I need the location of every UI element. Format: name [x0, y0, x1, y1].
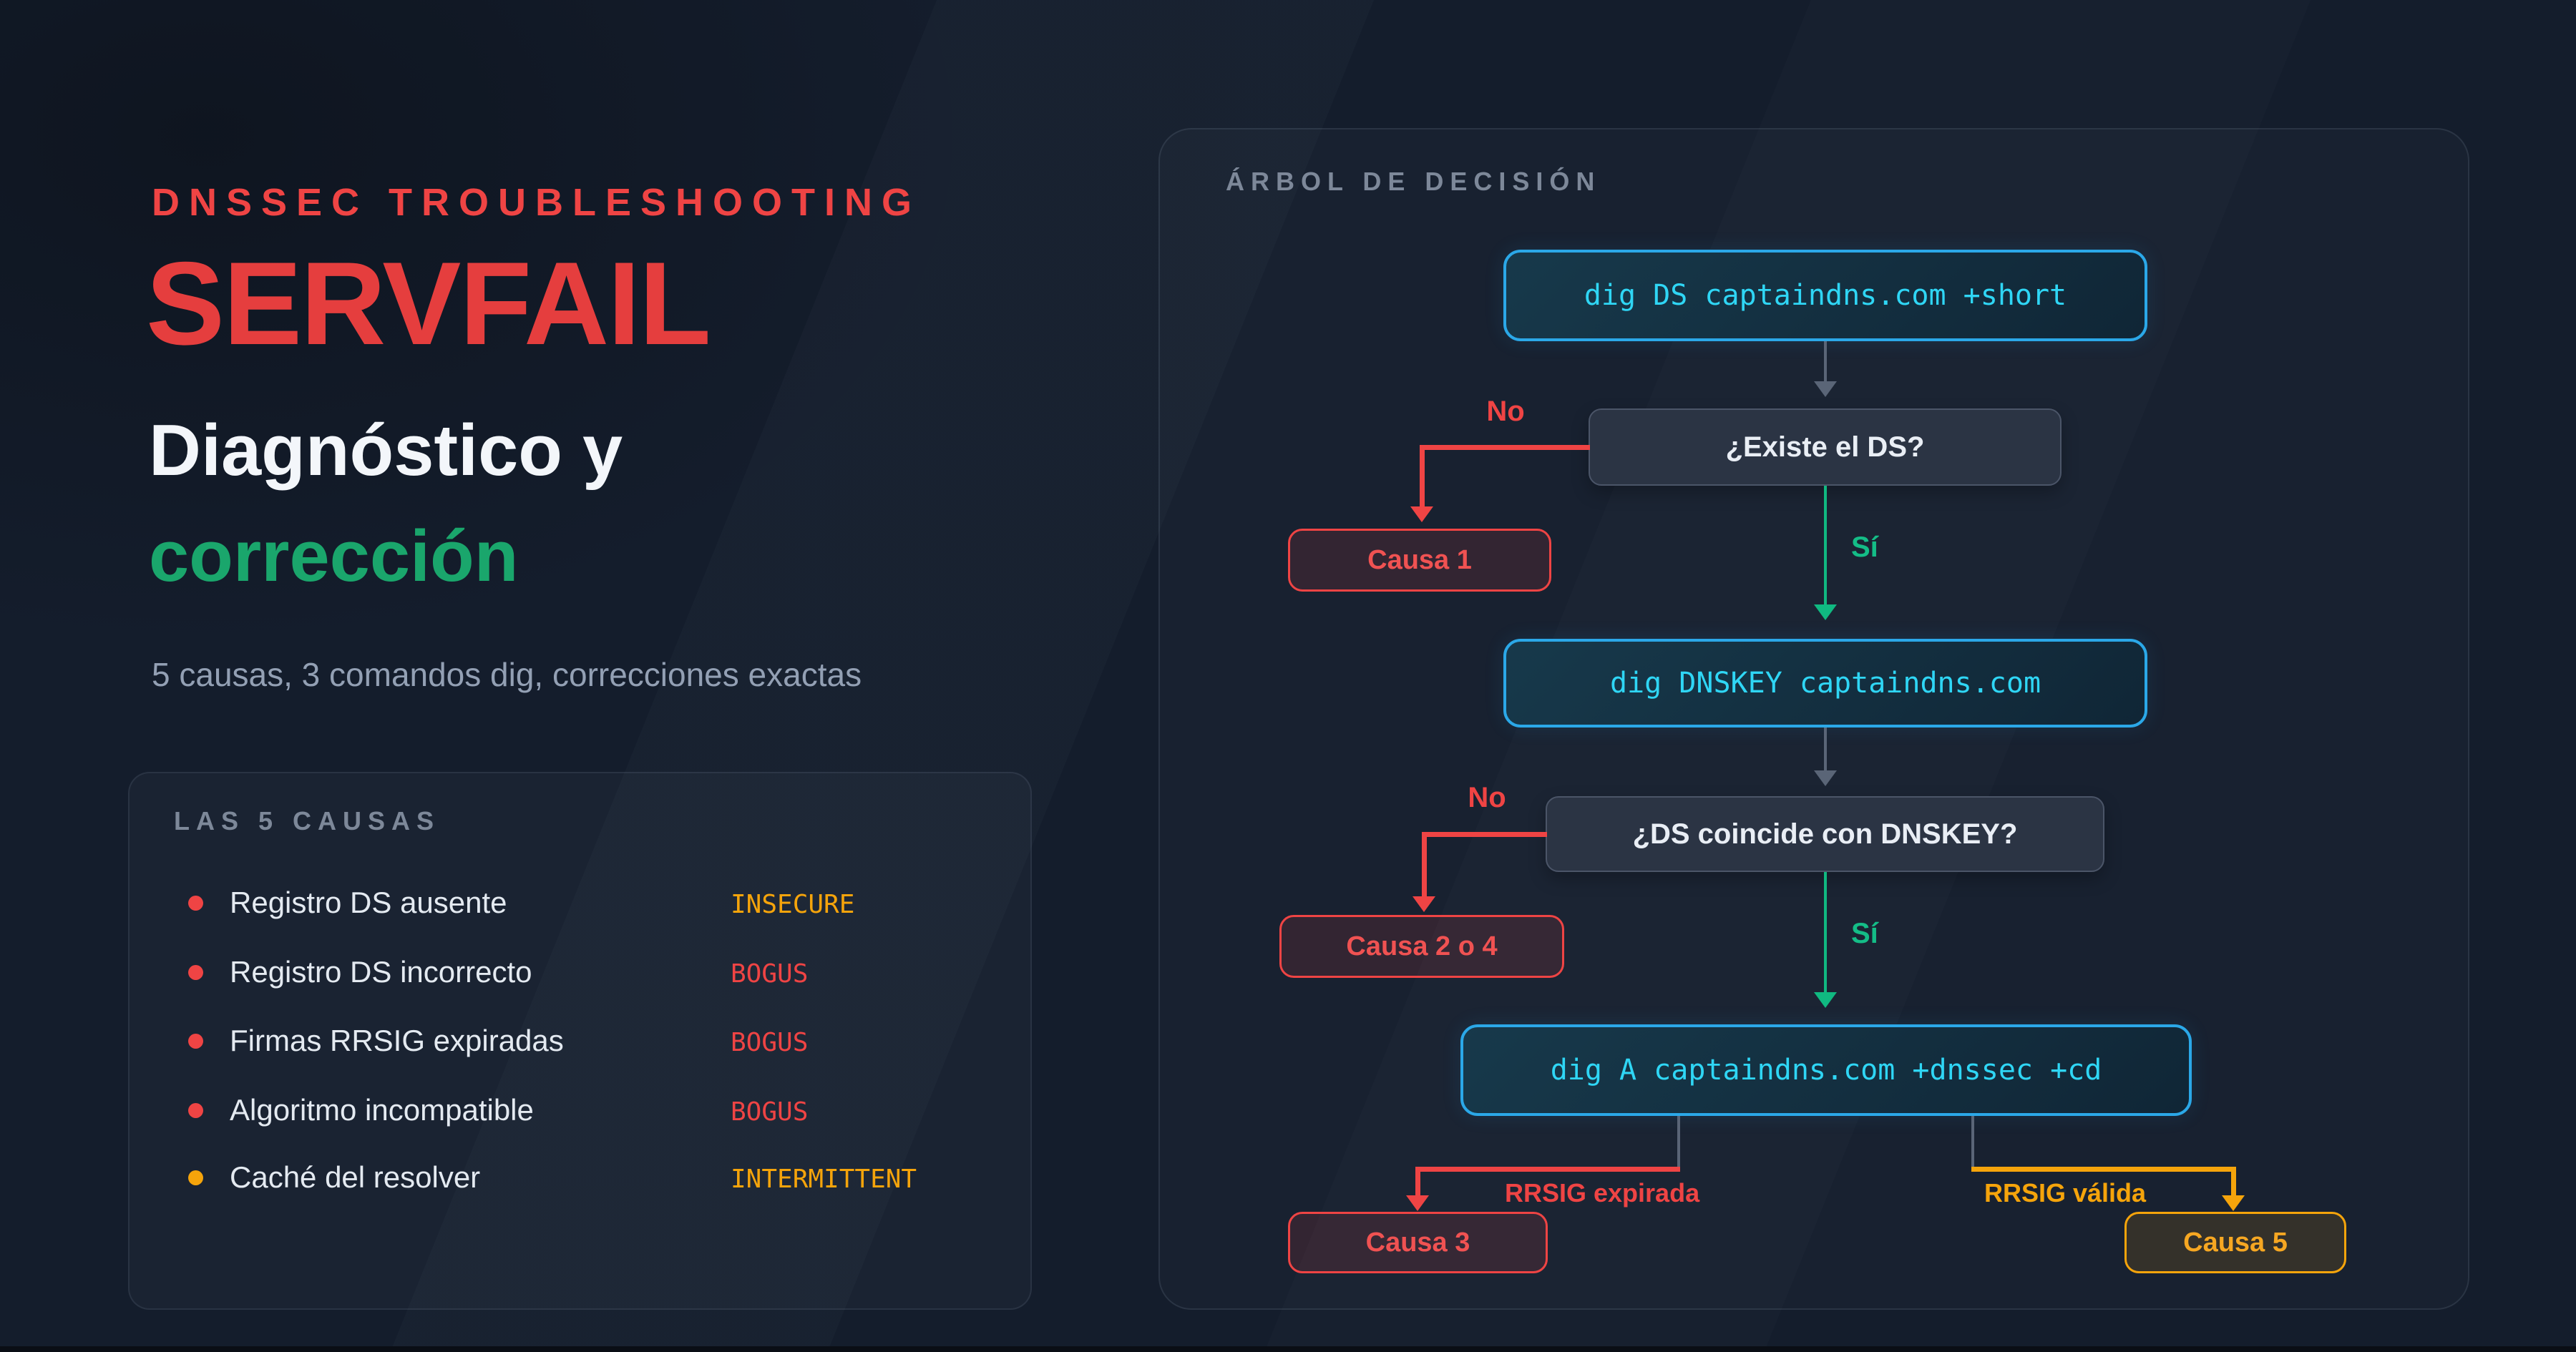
connector-line [1415, 1167, 1680, 1172]
connector-line [1824, 728, 1827, 770]
arrow-down-icon [1406, 1195, 1429, 1211]
branch-label-si: Sí [1851, 532, 1878, 563]
command-text: dig DS captaindns.com +short [1584, 279, 2067, 312]
cause-node-1: Causa 1 [1288, 529, 1551, 592]
cause-label: Registro DS incorrecto [230, 955, 532, 989]
cause-text: Causa 1 [1367, 544, 1472, 575]
bullet-icon [188, 1170, 203, 1185]
connector-line [1420, 445, 1425, 506]
connector-line [1971, 1116, 1974, 1168]
cause-text: Causa 2 o 4 [1346, 931, 1498, 961]
list-item: Registro DS incorrecto BOGUS [130, 951, 1030, 994]
headline: Diagnóstico y corrección [149, 398, 623, 609]
branch-label-no: No [1468, 782, 1506, 813]
question-node-existe-ds: ¿Existe el DS? [1589, 408, 2062, 486]
connector-line [1824, 486, 1827, 606]
arrow-down-icon [1814, 992, 1837, 1008]
kicker: DNSSEC TROUBLESHOOTING [152, 181, 922, 224]
connector-line [1824, 872, 1827, 992]
cause-text: Causa 5 [2183, 1227, 2288, 1258]
arrow-down-icon [1410, 506, 1433, 522]
status-badge: BOGUS [731, 1097, 809, 1127]
headline-line2: corrección [149, 516, 519, 597]
cause-text: Causa 3 [1365, 1227, 1470, 1258]
decision-tree-panel: ÁRBOL DE DECISIÓN dig DS captaindns.com … [1158, 128, 2469, 1310]
connector-line [1422, 832, 1427, 896]
cause-label: Registro DS ausente [230, 886, 507, 919]
connector-line [1420, 445, 1590, 450]
cause-label: Firmas RRSIG expiradas [230, 1024, 564, 1057]
connector-line [2231, 1167, 2236, 1197]
causes-card: LAS 5 CAUSAS Registro DS ausente INSECUR… [128, 772, 1032, 1310]
list-item: Algoritmo incompatible BOGUS [130, 1089, 1030, 1132]
bullet-icon [188, 896, 203, 911]
connector-line [1824, 341, 1827, 381]
cause-node-2-or-4: Causa 2 o 4 [1279, 915, 1564, 978]
connector-line [1415, 1167, 1420, 1197]
arrow-down-icon [1814, 604, 1837, 620]
cause-label: Algoritmo incompatible [230, 1093, 534, 1127]
headline-line1: Diagnóstico y [149, 411, 623, 491]
status-badge: INTERMITTENT [731, 1165, 917, 1194]
connector-line [1971, 1167, 2236, 1172]
command-node-dig-dnskey: dig DNSKEY captaindns.com [1503, 639, 2147, 728]
arrow-down-icon [1814, 381, 1837, 397]
list-item: Registro DS ausente INSECURE [130, 881, 1030, 924]
decision-tree-title: ÁRBOL DE DECISIÓN [1226, 167, 1601, 196]
tagline: 5 causas, 3 comandos dig, correcciones e… [152, 656, 862, 693]
bottom-edge [0, 1346, 2576, 1352]
bullet-icon [188, 1103, 203, 1118]
cause-node-5: Causa 5 [2124, 1212, 2346, 1273]
arrow-down-icon [1814, 770, 1837, 786]
bullet-icon [188, 965, 203, 980]
question-node-ds-coincide: ¿DS coincide con DNSKEY? [1546, 796, 2104, 872]
branch-label-rrsig-valida: RRSIG válida [1984, 1178, 2147, 1208]
list-item: Firmas RRSIG expiradas BOGUS [130, 1019, 1030, 1062]
arrow-down-icon [1413, 896, 1435, 912]
cause-node-3: Causa 3 [1288, 1212, 1548, 1273]
status-badge: BOGUS [731, 1028, 809, 1057]
command-text: dig DNSKEY captaindns.com [1609, 667, 2041, 700]
connector-line [1677, 1116, 1680, 1168]
status-badge: INSECURE [731, 890, 855, 919]
branch-label-si: Sí [1851, 918, 1878, 949]
command-text: dig A captaindns.com +dnssec +cd [1550, 1054, 2102, 1087]
arrow-down-icon [2222, 1195, 2245, 1211]
command-node-dig-ds: dig DS captaindns.com +short [1503, 250, 2147, 341]
page-title: SERVFAIL [146, 237, 711, 369]
question-text: ¿Existe el DS? [1725, 431, 1925, 463]
status-badge: BOGUS [731, 959, 809, 989]
branch-label-no: No [1486, 396, 1525, 427]
cause-label: Caché del resolver [230, 1160, 481, 1194]
causes-card-title: LAS 5 CAUSAS [174, 806, 441, 836]
question-text: ¿DS coincide con DNSKEY? [1632, 818, 2018, 850]
bullet-icon [188, 1034, 203, 1049]
branch-label-rrsig-expirada: RRSIG expirada [1505, 1178, 1700, 1208]
list-item: Caché del resolver INTERMITTENT [130, 1156, 1030, 1199]
connector-line [1422, 832, 1547, 837]
command-node-dig-a-dnssec: dig A captaindns.com +dnssec +cd [1460, 1024, 2192, 1116]
